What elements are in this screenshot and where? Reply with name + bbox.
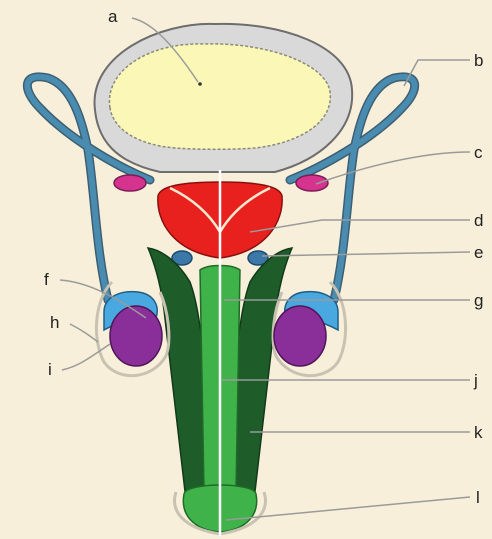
label-k: k	[474, 423, 483, 442]
testis-left	[110, 306, 162, 366]
seminal-vesicle-left	[114, 175, 146, 191]
label-e: e	[474, 243, 483, 262]
leader-line-h	[70, 324, 98, 342]
bladder	[95, 24, 353, 172]
seminal-vesicle-right	[296, 175, 328, 191]
corpus-cavernosum-right	[232, 248, 292, 500]
leader-dot-a	[198, 82, 202, 86]
corpus-cavernosum-left	[148, 248, 208, 500]
label-g: g	[474, 291, 483, 310]
testis-right	[274, 306, 326, 366]
label-c: c	[474, 143, 483, 162]
leader-line-e	[262, 252, 470, 256]
label-j: j	[473, 371, 478, 390]
label-a: a	[108, 7, 118, 26]
label-f: f	[44, 270, 49, 289]
label-b: b	[474, 51, 483, 70]
label-h: h	[50, 313, 59, 332]
label-i: i	[48, 360, 52, 379]
label-d: d	[474, 211, 483, 230]
leader-line-d	[250, 220, 470, 232]
label-l: l	[476, 488, 480, 507]
